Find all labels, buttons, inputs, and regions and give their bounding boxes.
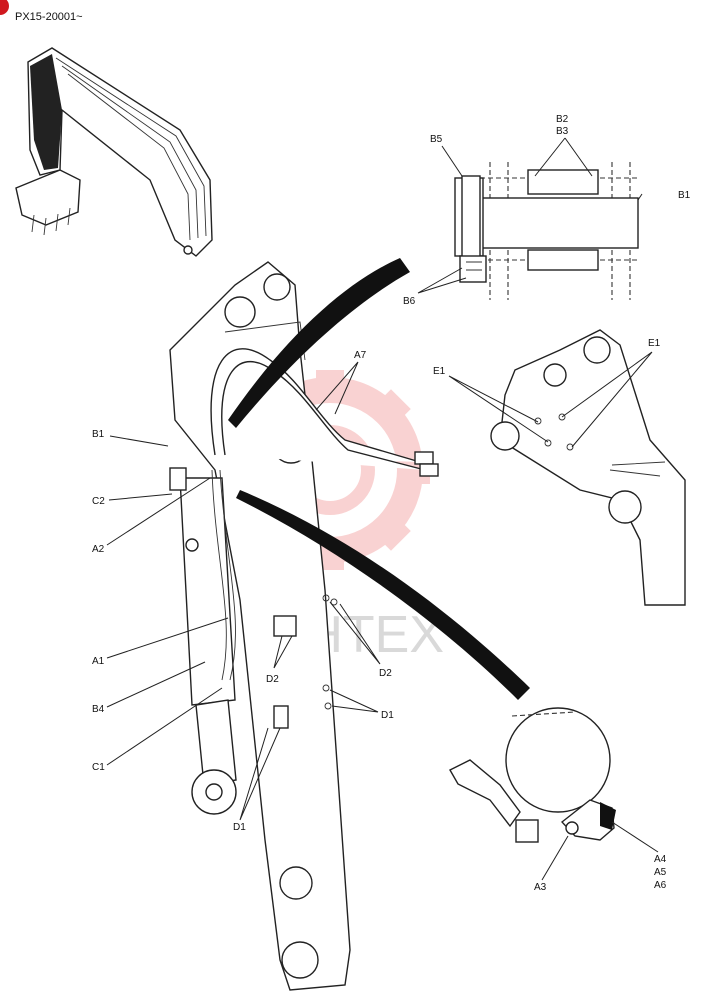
label-b4: B4	[92, 704, 105, 715]
label-a1: A1	[92, 656, 105, 667]
label-d2-left: D2	[266, 674, 279, 685]
mount-hole	[324, 702, 332, 710]
corner-marker	[0, 0, 9, 15]
label-b2: B2	[556, 114, 569, 125]
leader-lines	[106, 137, 659, 881]
label-a6: A6	[654, 880, 667, 891]
label-d1-bottom: D1	[233, 822, 246, 833]
label-b3: B3	[556, 126, 569, 137]
label-e1-right: E1	[648, 338, 661, 349]
label-a3: A3	[534, 882, 547, 893]
label-d2-right: D2	[379, 668, 392, 679]
label-e1-left: E1	[433, 366, 446, 377]
label-d1-right: D1	[381, 710, 394, 721]
label-a4: A4	[654, 854, 667, 865]
excavator-arm-overview	[15, 47, 213, 257]
label-b6: B6	[403, 296, 416, 307]
boom-foot-detail	[490, 329, 686, 606]
label-c2: C2	[92, 496, 105, 507]
boom-cylinder	[179, 477, 237, 815]
label-b1-top: B1	[678, 190, 691, 201]
clamp-block-d2	[273, 615, 297, 637]
label-a5: A5	[654, 867, 667, 878]
mount-hole	[330, 598, 338, 606]
page-code: PX15-20001~	[15, 11, 83, 23]
label-a7: A7	[354, 350, 367, 361]
label-b1-left: B1	[92, 429, 105, 440]
clamp-block-d1	[273, 705, 289, 729]
fitting-detail	[449, 707, 616, 843]
label-c1: C1	[92, 762, 105, 773]
pin-detail	[454, 162, 640, 300]
detail-pointer-lower	[236, 490, 530, 700]
label-a2: A2	[92, 544, 105, 555]
mount-hole	[322, 684, 330, 692]
label-b5: B5	[430, 134, 443, 145]
mount-hole	[322, 594, 330, 602]
detail-pointer-upper	[228, 258, 410, 428]
